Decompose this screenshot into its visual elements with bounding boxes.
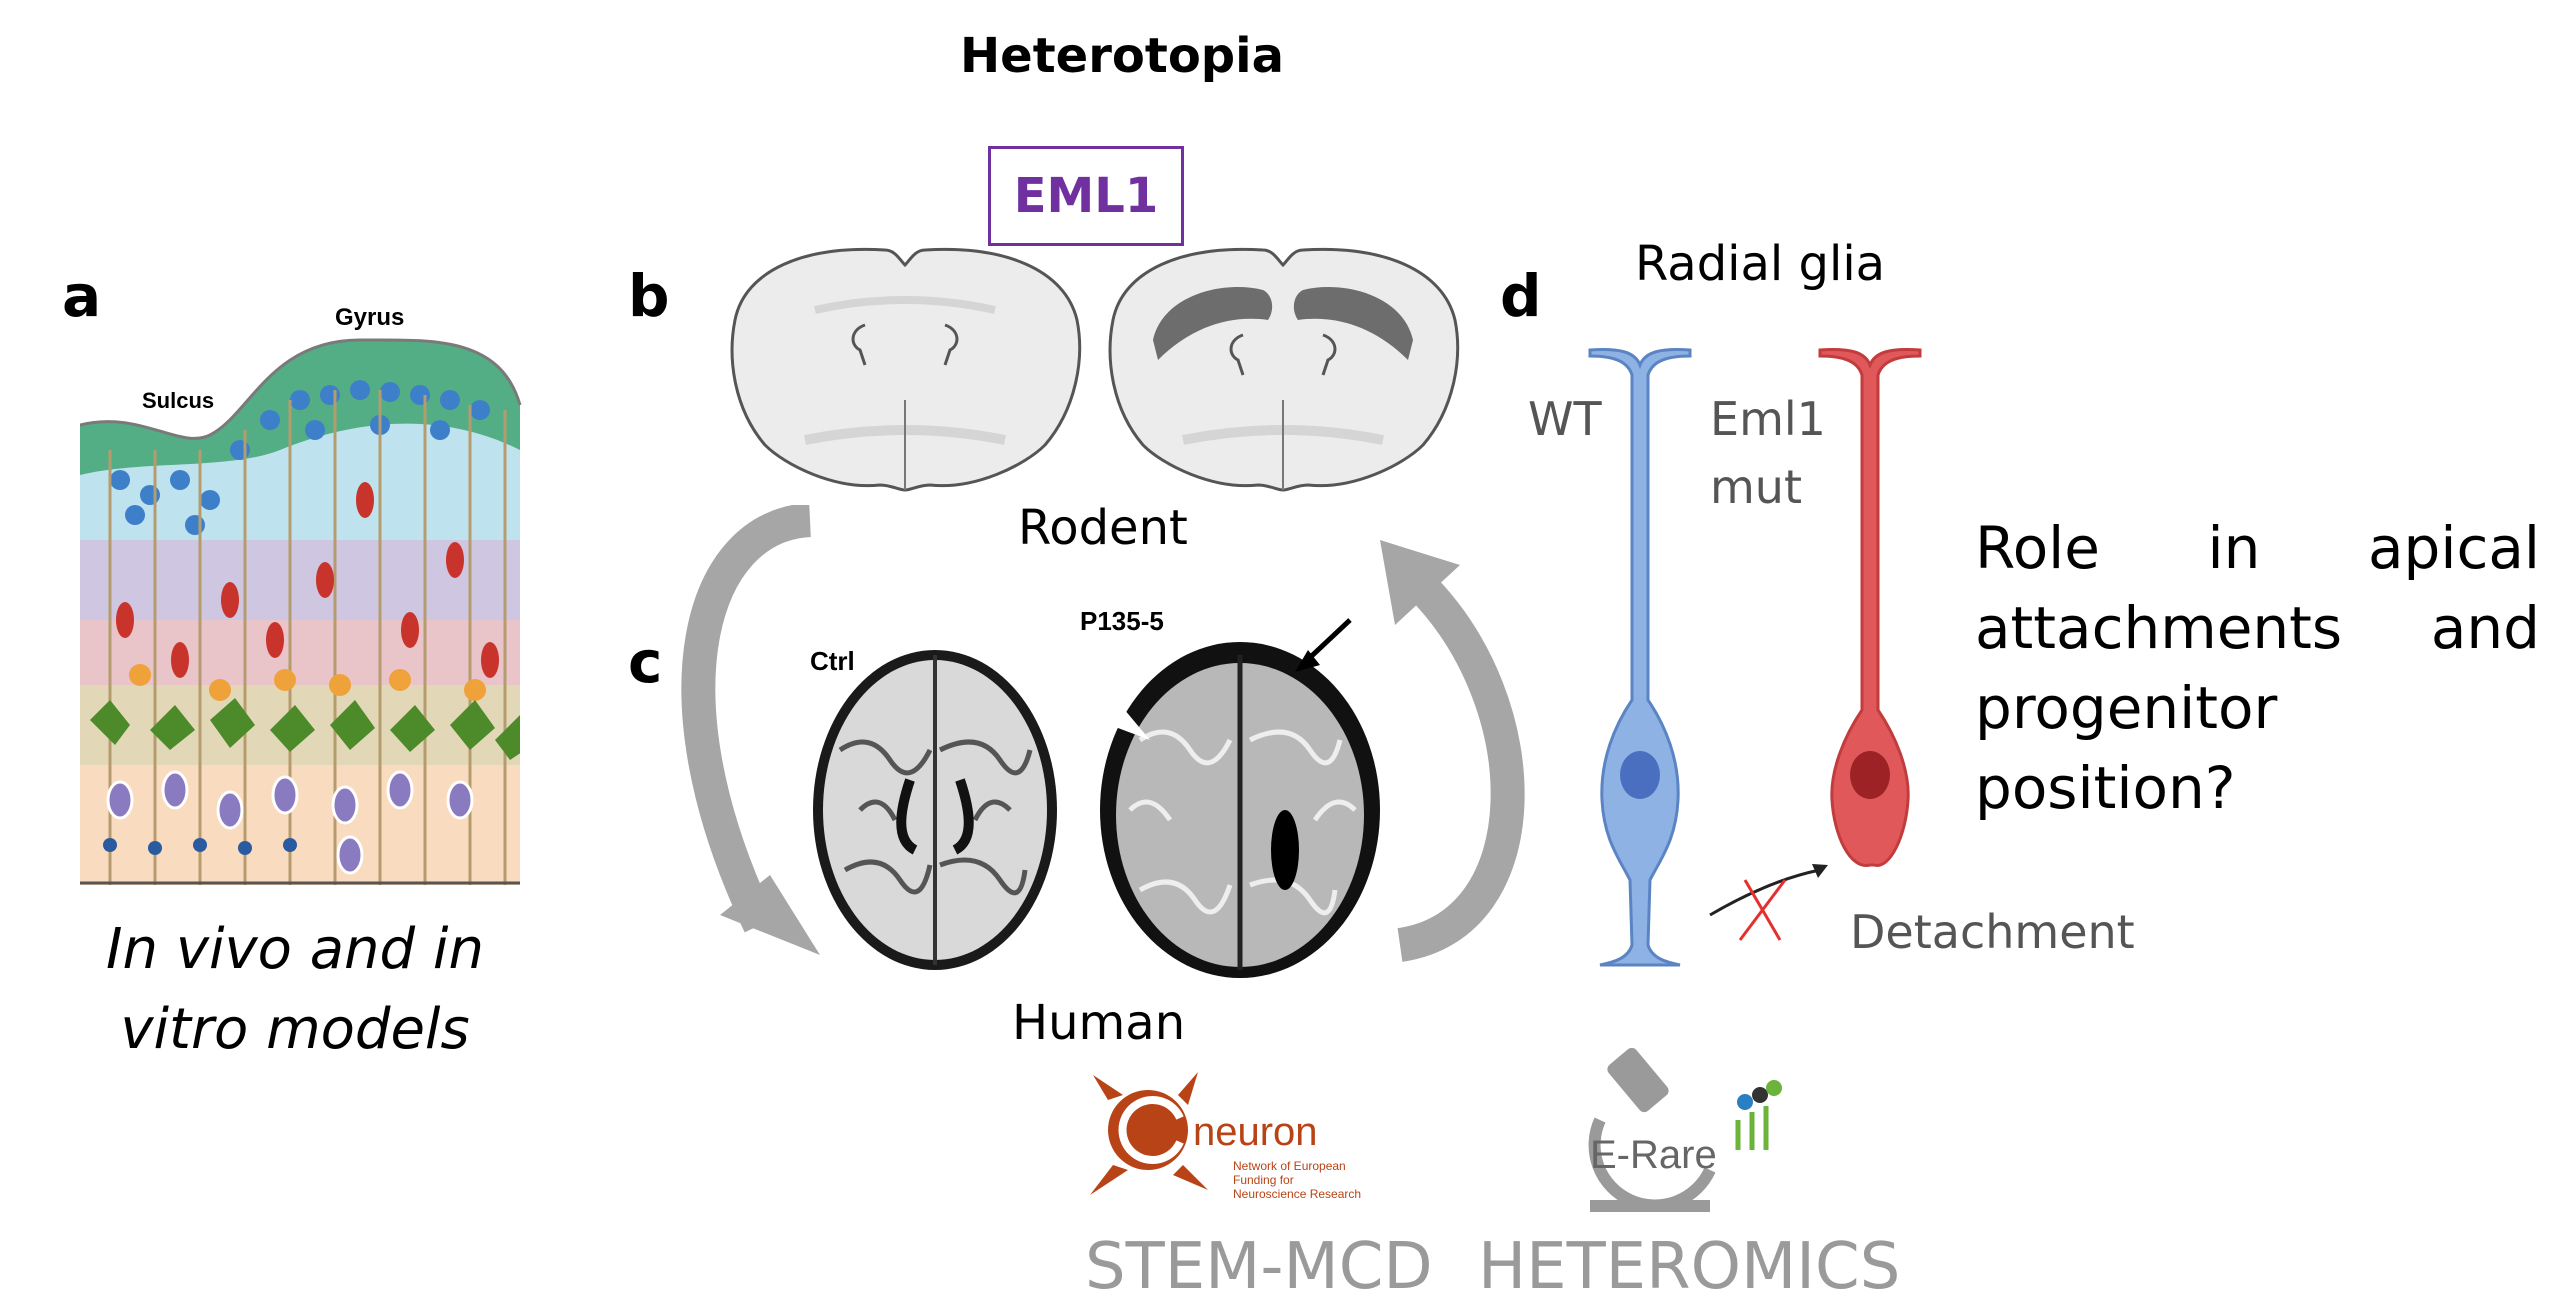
panel-letter-d: d — [1500, 262, 1542, 330]
brain-section-wt — [730, 247, 1082, 492]
grant-heteromics: HETEROMICS — [1478, 1230, 1901, 1304]
wt-label: WT — [1528, 392, 1602, 446]
gene-box: EML1 — [988, 146, 1184, 246]
arrow-human-to-rodent — [1380, 540, 1525, 962]
radial-glia-title: Radial glia — [1635, 236, 1886, 292]
brain-section-mutant — [1108, 247, 1460, 492]
neuron-logo-subtitle-3: Neuroscience Research — [1233, 1187, 1361, 1201]
human-mri-scans: Ctrl P135-5 — [810, 610, 1380, 978]
cycle-arrows — [681, 505, 1525, 962]
gyrus-label: Gyrus — [335, 304, 404, 331]
detachment-label: Detachment — [1850, 905, 2135, 959]
human-label: Human — [1012, 995, 1186, 1051]
arrow-rodent-to-human — [681, 505, 820, 955]
radial-glia-cells — [1588, 348, 1922, 967]
mri-ctrl: Ctrl — [810, 646, 1057, 970]
neuron-logo-name: neuron — [1193, 1110, 1318, 1154]
panel-letter-c: c — [628, 628, 663, 696]
sulcus-label: Sulcus — [142, 388, 214, 413]
mri-patient: P135-5 — [1080, 610, 1380, 978]
mut-label-line1: Eml1 — [1710, 392, 1826, 446]
neuron-logo-subtitle-2: Funding for — [1233, 1173, 1294, 1187]
patient-scan-label: P135-5 — [1080, 610, 1164, 636]
grant-stem-mcd: STEM-MCD — [1085, 1230, 1433, 1304]
rodent-brain-sections — [730, 247, 1460, 492]
figure-title: Heterotopia — [960, 28, 1284, 84]
erare-logo-name: E-Rare — [1590, 1133, 1717, 1177]
cortex-illustration: Gyrus Sulcus — [80, 304, 522, 885]
wt-radial-glia-cell — [1588, 348, 1692, 967]
panel-a-caption: In vivo and in vitro models — [106, 917, 484, 1062]
panel-letter-b: b — [628, 262, 670, 330]
neuron-logo-subtitle-1: Network of European — [1233, 1159, 1346, 1173]
ctrl-scan-label: Ctrl — [810, 646, 855, 676]
mut-label-line2: mut — [1710, 460, 1802, 514]
research-question: Role in apical attachments and progenito… — [1975, 514, 2540, 822]
erare-logo: E-Rare — [1588, 1047, 1782, 1212]
mut-radial-glia-cell — [1818, 348, 1922, 867]
panel-letter-a: a — [62, 262, 102, 330]
detachment-arrow — [1709, 864, 1828, 941]
neuron-logo: neuron Network of European Funding for N… — [1090, 1072, 1361, 1201]
rodent-label: Rodent — [1018, 500, 1188, 556]
